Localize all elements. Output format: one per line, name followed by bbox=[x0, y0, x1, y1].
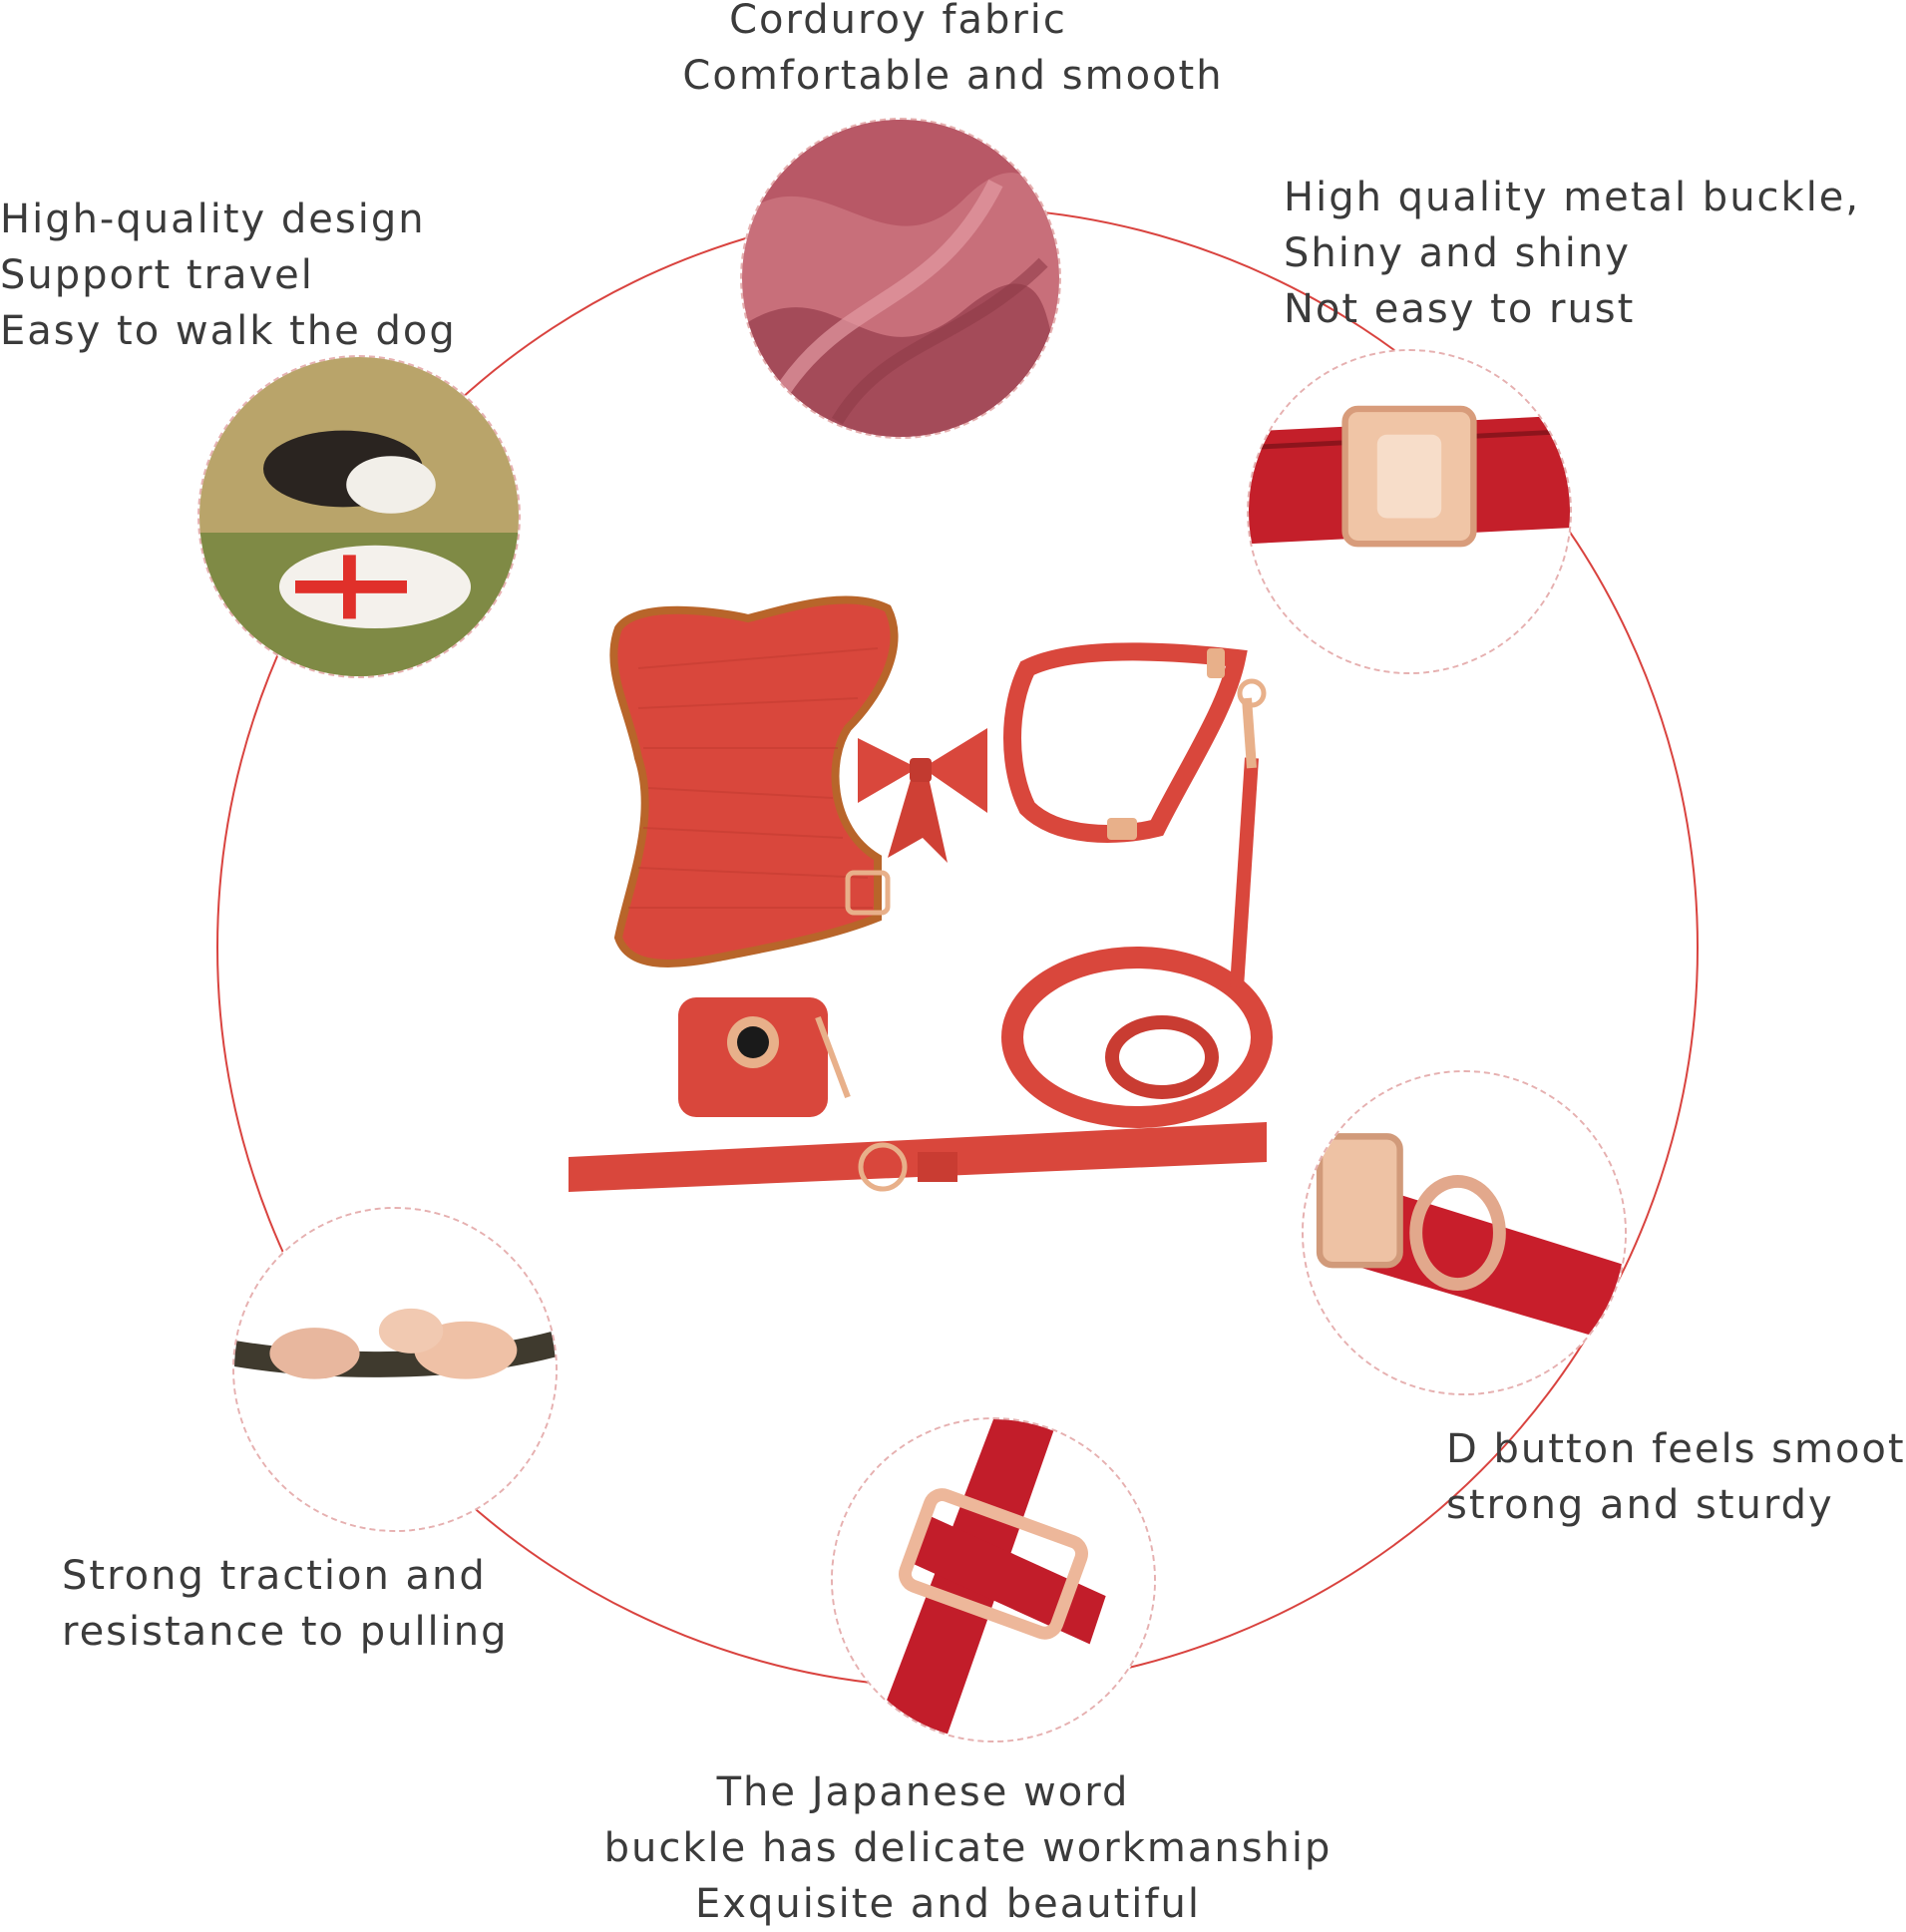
fabric-bubble bbox=[740, 118, 1061, 439]
caption-line: Support travel bbox=[0, 252, 314, 298]
rope-bubble bbox=[232, 1207, 558, 1532]
caption-traction: Strong traction and resistance to pullin… bbox=[62, 1548, 509, 1660]
caption-line: strong and sturdy bbox=[1446, 1482, 1834, 1528]
caption-line: Shiny and shiny bbox=[1284, 230, 1631, 276]
caption-line: Exquisite and beautiful bbox=[695, 1881, 1201, 1927]
caption-line: High quality metal buckle, bbox=[1284, 175, 1861, 220]
dogs-playing-icon bbox=[199, 357, 519, 676]
caption-line: buckle has delicate workmanship bbox=[603, 1825, 1333, 1871]
slide-buckle-icon bbox=[833, 1419, 1154, 1740]
harness-set-icon bbox=[569, 595, 1273, 1192]
dogs-bubble bbox=[197, 355, 521, 678]
caption-line: Comfortable and smooth bbox=[682, 53, 1224, 99]
caption-line: Easy to walk the dog bbox=[0, 308, 457, 354]
d-ring-icon bbox=[1304, 1072, 1625, 1393]
caption-line: D button feels smooth, bbox=[1446, 1426, 1906, 1472]
caption-line: resistance to pulling bbox=[62, 1609, 509, 1655]
caption-fabric: Corduroy fabric Comfortable and smooth bbox=[0, 0, 1906, 104]
caption-d-button: D button feels smooth, strong and sturdy bbox=[1446, 1421, 1906, 1533]
caption-line: High-quality design bbox=[0, 196, 426, 242]
caption-japanese-buckle: The Japanese word buckle has delicate wo… bbox=[0, 1764, 1906, 1932]
caption-line: Not easy to rust bbox=[1284, 286, 1636, 332]
caption-line: The Japanese word bbox=[716, 1769, 1130, 1815]
caption-line: Strong traction and bbox=[62, 1553, 487, 1599]
caption-line: Corduroy fabric bbox=[729, 0, 1067, 43]
tug-rope-icon bbox=[234, 1209, 556, 1530]
caption-buckle: High quality metal buckle, Shiny and shi… bbox=[1284, 170, 1860, 337]
velvet-fabric-icon bbox=[742, 120, 1059, 437]
metal-buckle-icon bbox=[1249, 351, 1570, 672]
slide-buckle-bubble bbox=[831, 1417, 1156, 1742]
caption-design: High-quality design Support travel Easy … bbox=[0, 192, 457, 359]
buckle-bubble bbox=[1247, 349, 1572, 674]
d-ring-bubble bbox=[1302, 1070, 1627, 1395]
